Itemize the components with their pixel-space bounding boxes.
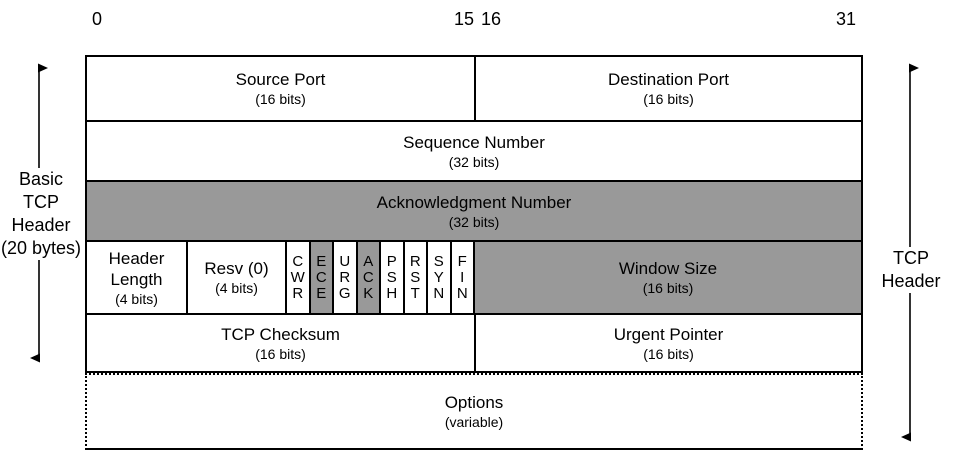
field-destination-port-bits: (16 bits) bbox=[643, 91, 694, 107]
field-urgent-pointer-name: Urgent Pointer bbox=[613, 324, 724, 344]
field-acknowledgment-number: Acknowledgment Number (32 bits) bbox=[87, 182, 861, 240]
flag-syn-char-1: S bbox=[433, 252, 444, 270]
flag-cwr-char-3: R bbox=[292, 284, 304, 302]
right-annotation-label: TCP Header bbox=[875, 247, 947, 293]
field-options-name: Options bbox=[444, 393, 504, 412]
field-window-size-bits: (16 bits) bbox=[642, 280, 694, 296]
field-urgent-pointer: Urgent Pointer (16 bits) bbox=[474, 315, 861, 371]
flag-bit-rst: R S T bbox=[402, 242, 426, 313]
flag-urg-char-3: G bbox=[338, 284, 351, 302]
field-tcp-checksum-name: TCP Checksum bbox=[221, 324, 340, 344]
bit-label-15: 15 bbox=[453, 9, 474, 29]
field-window-size: Window Size (16 bits) bbox=[473, 242, 861, 313]
left-annotation-line-3: Header bbox=[11, 215, 71, 235]
flag-syn-char-3: N bbox=[433, 284, 445, 302]
flag-bit-ece: E C E bbox=[308, 242, 332, 313]
right-annotation-line-2: Header bbox=[881, 271, 941, 291]
field-header-length-bits: (4 bits) bbox=[115, 290, 158, 307]
field-header-length: Header Length (4 bits) bbox=[87, 242, 186, 313]
table-row-acknowledgment-number: Acknowledgment Number (32 bits) bbox=[85, 180, 863, 240]
flag-cwr-char-1: C bbox=[292, 252, 304, 270]
flag-bit-psh: P S H bbox=[379, 242, 403, 313]
left-annotation-line-4: (20 bytes) bbox=[0, 238, 82, 258]
flag-psh-char-2: S bbox=[386, 268, 397, 286]
field-destination-port-name: Destination Port bbox=[608, 70, 729, 89]
field-window-size-name: Window Size bbox=[618, 259, 718, 278]
flag-bit-urg: U R G bbox=[332, 242, 356, 313]
flag-fin-char-1: F bbox=[457, 252, 467, 270]
flag-psh-char-1: P bbox=[386, 252, 397, 270]
flag-ack-char-2: C bbox=[362, 268, 374, 286]
flag-ece-char-3: E bbox=[316, 284, 327, 302]
table-row-checksum: TCP Checksum (16 bits) Urgent Pointer (1… bbox=[85, 313, 863, 373]
table-row-ports: Source Port (16 bits) Destination Port (… bbox=[85, 55, 863, 120]
table-row-sequence-number: Sequence Number (32 bits) bbox=[85, 120, 863, 180]
field-header-length-name-line2: Length bbox=[110, 269, 163, 289]
flag-fin-char-2: I bbox=[460, 268, 465, 286]
flag-rst-char-2: S bbox=[410, 268, 421, 286]
field-sequence-number-name: Sequence Number bbox=[403, 132, 545, 152]
field-options-bits: (variable) bbox=[444, 414, 504, 430]
flag-bit-cwr: C W R bbox=[285, 242, 309, 313]
field-source-port: Source Port (16 bits) bbox=[87, 57, 474, 120]
field-tcp-checksum: TCP Checksum (16 bits) bbox=[87, 315, 474, 371]
field-acknowledgment-number-bits: (32 bits) bbox=[448, 213, 500, 230]
flag-cwr-char-2: W bbox=[290, 268, 305, 286]
field-urgent-pointer-bits: (16 bits) bbox=[643, 345, 694, 362]
flag-rst-char-3: T bbox=[410, 284, 420, 302]
field-reserved: Resv (0) (4 bits) bbox=[186, 242, 285, 313]
field-sequence-number: Sequence Number (32 bits) bbox=[87, 122, 861, 180]
flag-ack-char-1: A bbox=[363, 252, 374, 270]
field-tcp-checksum-bits: (16 bits) bbox=[255, 345, 306, 362]
flag-bit-fin: F I N bbox=[449, 242, 473, 313]
field-acknowledgment-number-name: Acknowledgment Number bbox=[376, 192, 572, 212]
flag-rst-char-1: R bbox=[409, 252, 421, 270]
flag-ece-char-1: E bbox=[316, 252, 327, 270]
flag-ece-char-2: C bbox=[315, 268, 327, 286]
flag-urg-char-1: U bbox=[339, 252, 351, 270]
left-annotation-line-2: TCP bbox=[23, 192, 59, 212]
field-reserved-name: Resv (0) bbox=[204, 259, 269, 278]
field-header-length-name-line1: Header bbox=[108, 248, 165, 268]
flag-urg-char-2: R bbox=[339, 268, 351, 286]
field-source-port-bits: (16 bits) bbox=[255, 91, 306, 107]
bit-label-31: 31 bbox=[836, 9, 857, 29]
table-row-flags: Header Length (4 bits) Resv (0) (4 bits)… bbox=[85, 240, 863, 313]
table-row-options: Options (variable) bbox=[85, 373, 863, 450]
field-source-port-name: Source Port bbox=[235, 70, 326, 89]
flag-fin-char-3: N bbox=[456, 284, 468, 302]
field-destination-port: Destination Port (16 bits) bbox=[474, 57, 861, 120]
field-flags-group: C W R E C E U R G A C K bbox=[285, 242, 473, 313]
field-options: Options (variable) bbox=[87, 375, 861, 448]
field-reserved-bits: (4 bits) bbox=[215, 280, 258, 296]
bit-label-16: 16 bbox=[481, 9, 502, 29]
flag-syn-char-2: Y bbox=[433, 268, 444, 286]
left-annotation-line-1: Basic bbox=[18, 169, 63, 189]
right-annotation-line-1: TCP bbox=[893, 248, 929, 268]
field-sequence-number-bits: (32 bits) bbox=[448, 153, 500, 170]
bit-label-0: 0 bbox=[92, 9, 103, 29]
flag-ack-char-3: K bbox=[363, 284, 374, 302]
flag-bit-ack: A C K bbox=[355, 242, 379, 313]
flag-psh-char-3: H bbox=[386, 284, 398, 302]
left-annotation-label: Basic TCP Header (20 bytes) bbox=[0, 168, 82, 260]
tcp-header-field-table: Source Port (16 bits) Destination Port (… bbox=[85, 55, 863, 450]
flag-bit-syn: S Y N bbox=[426, 242, 450, 313]
